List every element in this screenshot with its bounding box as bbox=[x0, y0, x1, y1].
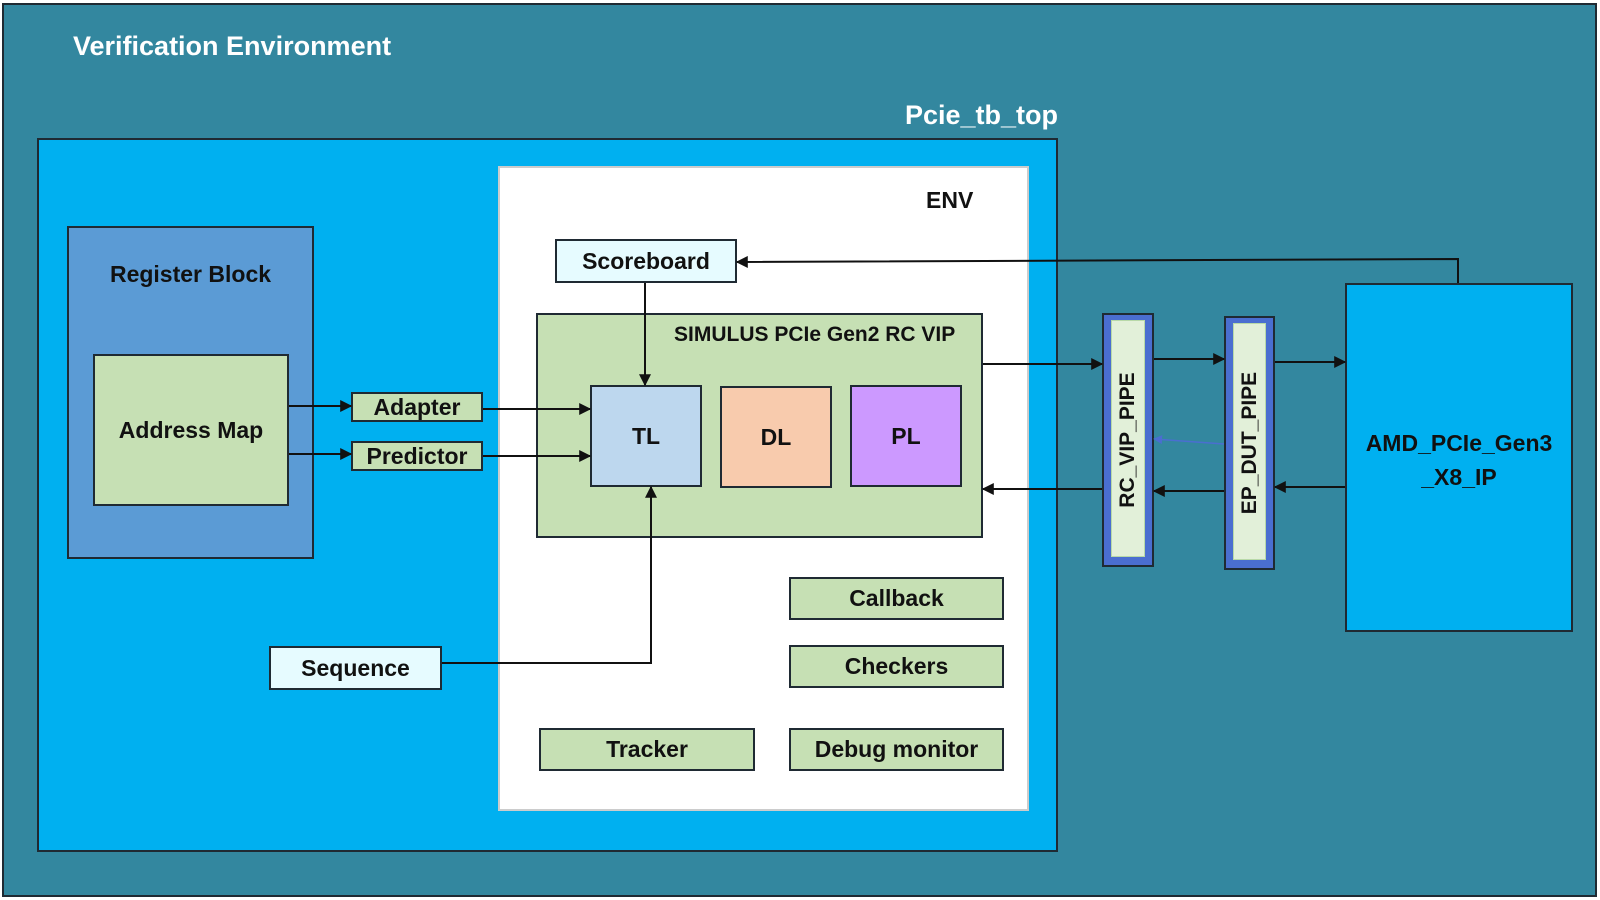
scoreboard: Scoreboard bbox=[555, 239, 737, 283]
ep-dut-pipe-inner bbox=[1233, 323, 1266, 560]
dl-layer: DL bbox=[720, 386, 832, 488]
env-title: ENV bbox=[926, 187, 974, 213]
ep-dut-pipe-label: EP_DUT_PIPE bbox=[1237, 371, 1261, 515]
ep-dut-pipe: EP_DUT_PIPE bbox=[1224, 316, 1275, 570]
rc-vip-pipe-label: RC_VIP_PIPE bbox=[1116, 372, 1139, 508]
address-map: Address Map bbox=[93, 354, 289, 506]
rc-vip-pipe-inner bbox=[1111, 320, 1145, 557]
sequence: Sequence bbox=[269, 646, 442, 690]
amd-pcie-ip: AMD_PCIe_Gen3 _X8_IP bbox=[1345, 283, 1573, 632]
amd-ip-label-line1: AMD_PCIe_Gen3 bbox=[1365, 430, 1553, 456]
debug-monitor: Debug monitor bbox=[789, 728, 1004, 771]
register-block-title: Register Block bbox=[109, 261, 272, 287]
checkers: Checkers bbox=[789, 645, 1004, 688]
tracker: Tracker bbox=[539, 728, 755, 771]
tl-layer: TL bbox=[590, 385, 702, 487]
verification-environment-title: Verification Environment bbox=[73, 31, 392, 61]
adapter: Adapter bbox=[351, 392, 483, 422]
tb-top-title: Pcie_tb_top bbox=[905, 100, 1059, 130]
vip-title: SIMULUS PCIe Gen2 RC VIP bbox=[674, 323, 956, 346]
amd-ip-label-line2: _X8_IP bbox=[1421, 464, 1497, 490]
predictor: Predictor bbox=[351, 441, 483, 471]
pl-layer: PL bbox=[850, 385, 962, 487]
callback: Callback bbox=[789, 577, 1004, 620]
rc-vip-pipe: RC_VIP_PIPE bbox=[1102, 313, 1154, 567]
